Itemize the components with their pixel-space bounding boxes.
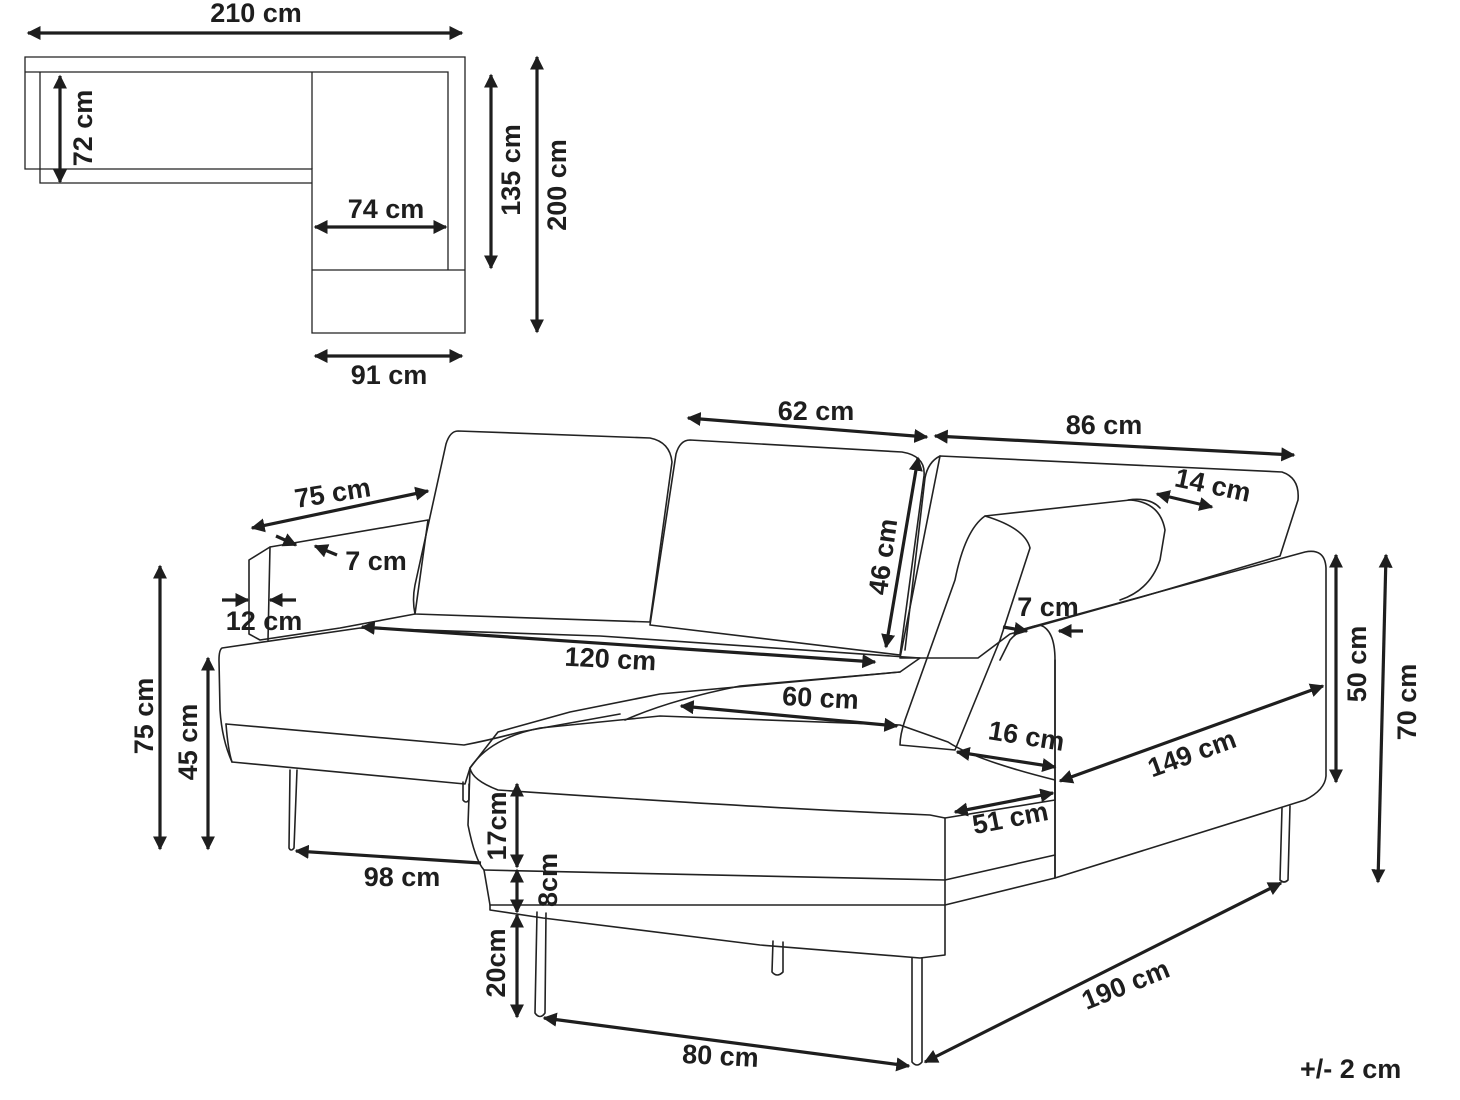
arrow-leg-span bbox=[294, 844, 482, 865]
arrow-chaise-front bbox=[953, 788, 1055, 817]
label-seat-back-width: 62 cm bbox=[778, 396, 855, 426]
label-arm-width-right: 7 cm bbox=[1017, 592, 1079, 622]
arrow-arm-length bbox=[250, 486, 430, 533]
arrow-side-length bbox=[923, 881, 1283, 1064]
label-arm-slope: 7 cm bbox=[345, 546, 407, 576]
arrow-back-height bbox=[881, 456, 923, 649]
label-top-chaise-width: 91 cm bbox=[351, 360, 428, 390]
label-corner-width: 86 cm bbox=[1066, 410, 1143, 440]
arrow-chaise-width bbox=[542, 1012, 911, 1072]
dimension-labels: 210 cm 72 cm 135 cm 200 cm 74 cm 91 cm 6… bbox=[68, 0, 1422, 1073]
label-leg-span: 98 cm bbox=[364, 862, 441, 892]
dimension-arrows bbox=[26, 25, 1393, 1072]
arrow-seat-back-width bbox=[686, 411, 929, 444]
label-arm-width-left: 12 cm bbox=[226, 606, 303, 636]
arrow-total-height bbox=[1371, 553, 1393, 884]
arrow-cushion-offset bbox=[955, 746, 1057, 773]
label-seat-width: 120 cm bbox=[564, 642, 657, 677]
top-view-plan bbox=[24, 56, 466, 334]
arrow-cushion-depth bbox=[1155, 490, 1214, 511]
arrow-arm-width-right-a bbox=[1002, 621, 1029, 636]
label-base-thickness: 8cm bbox=[533, 853, 563, 907]
label-chaise-width: 80 cm bbox=[681, 1039, 759, 1073]
label-top-inner-depth: 135 cm bbox=[496, 124, 526, 216]
label-top-width: 210 cm bbox=[210, 0, 302, 28]
label-chaise-front: 51 cm bbox=[970, 796, 1051, 840]
label-seat-thickness: 17cm bbox=[482, 791, 512, 860]
label-seat-depth: 60 cm bbox=[781, 681, 859, 715]
label-seat-height: 45 cm bbox=[173, 704, 203, 781]
label-top-depth-left: 72 cm bbox=[68, 90, 98, 167]
label-arm-height: 50 cm bbox=[1342, 626, 1372, 703]
label-total-height: 70 cm bbox=[1392, 664, 1422, 741]
tolerance-note: +/- 2 cm bbox=[1300, 1054, 1402, 1084]
label-total-height-left: 75 cm bbox=[129, 678, 159, 755]
label-top-total-depth: 200 cm bbox=[542, 139, 572, 231]
arrow-seat-width bbox=[360, 620, 877, 669]
arrow-arm-slope-a bbox=[275, 533, 298, 547]
arrow-corner-width bbox=[933, 429, 1296, 462]
arrow-arm-slope-b bbox=[313, 544, 338, 558]
label-leg-height: 20cm bbox=[481, 928, 511, 997]
label-top-inner-width: 74 cm bbox=[348, 194, 425, 224]
arrow-seat-depth bbox=[679, 700, 899, 732]
arrow-chaise-length bbox=[1058, 683, 1325, 784]
label-arm-length: 75 cm bbox=[292, 472, 372, 514]
